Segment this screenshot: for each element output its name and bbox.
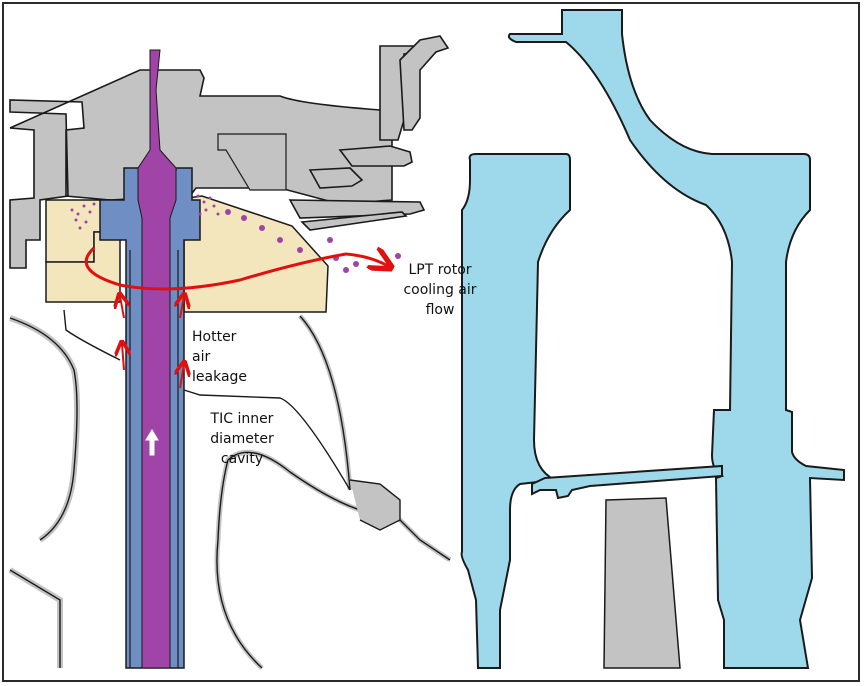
inner-static-block — [217, 133, 287, 191]
main-cooling-flow-arrow — [84, 248, 388, 291]
rotor-stage-2 — [507, 9, 845, 669]
static-casing — [9, 35, 450, 269]
label-hotter-air-leakage: Hotter air leakage — [192, 329, 248, 385]
rotor-stage-1 — [460, 153, 571, 669]
flow-arrows — [84, 248, 388, 389]
shaft-flow-arrow — [145, 429, 159, 456]
leakage-arrow-2 — [180, 296, 184, 319]
inter-stage-seal — [531, 464, 723, 500]
label-tic-inner-diameter-cavity: TIC inner diameter cavity — [210, 411, 274, 467]
leakage-arrow-4 — [180, 364, 184, 389]
leakage-arrow-3 — [122, 344, 124, 371]
stator-vane — [603, 497, 681, 669]
lower-static-ducts — [8, 309, 452, 670]
leakage-arrow-1 — [120, 296, 124, 319]
label-lpt-rotor-cooling-air-flow: LPT rotor cooling air flow — [403, 262, 477, 318]
